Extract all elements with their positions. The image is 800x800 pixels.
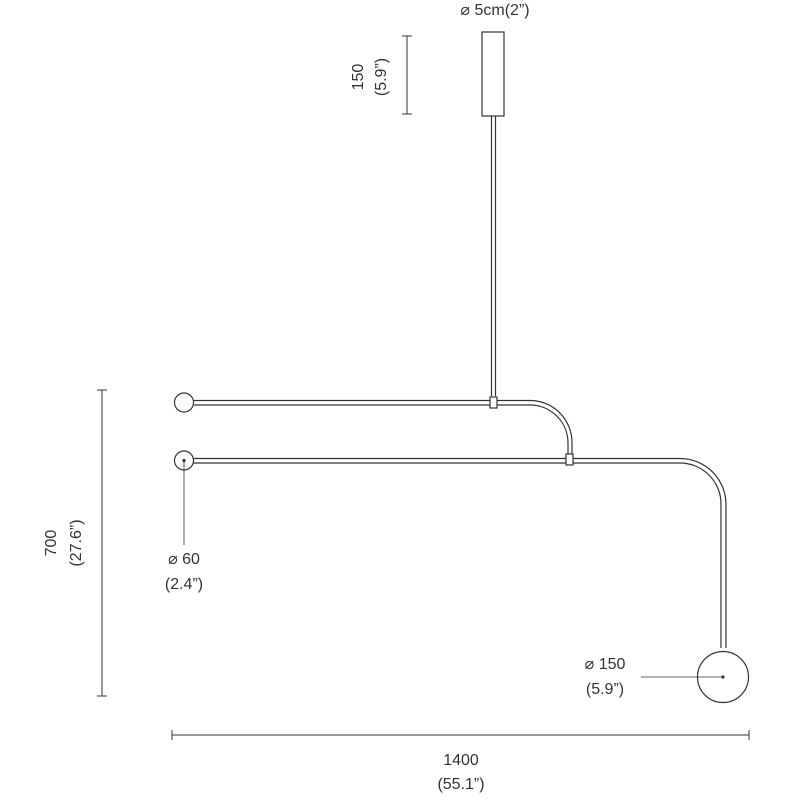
large-globe-diameter-in-label: (5.9”) [585,681,625,698]
overall-height-in-label: (27.6”) [68,519,85,567]
small-globe-upper [173,392,195,413]
ceiling-canopy [481,31,505,117]
overall-width-mm-label: 1400 [443,752,479,769]
small-globe-diameter-in-label: (2.4”) [164,576,204,593]
overall-height-mm-label: 700 [43,529,60,557]
overall-width-dimension [171,730,750,740]
lower-arm [193,453,727,648]
small-globe-diameter-mm-label: ⌀ 60 [168,551,200,568]
large-globe-diameter-mm-label: ⌀ 150 [584,656,626,673]
canopy-height-in-label: (5.9”) [373,57,390,97]
upper-arm [194,396,573,454]
canopy-height-dimension [402,35,412,115]
overall-height-dimension [97,389,107,697]
canopy-height-mm-label: 150 [350,63,367,91]
overall-width-in-label: (55.1”) [437,776,485,793]
canopy-diameter-label: ⌀ 5cm(2”) [460,2,530,19]
